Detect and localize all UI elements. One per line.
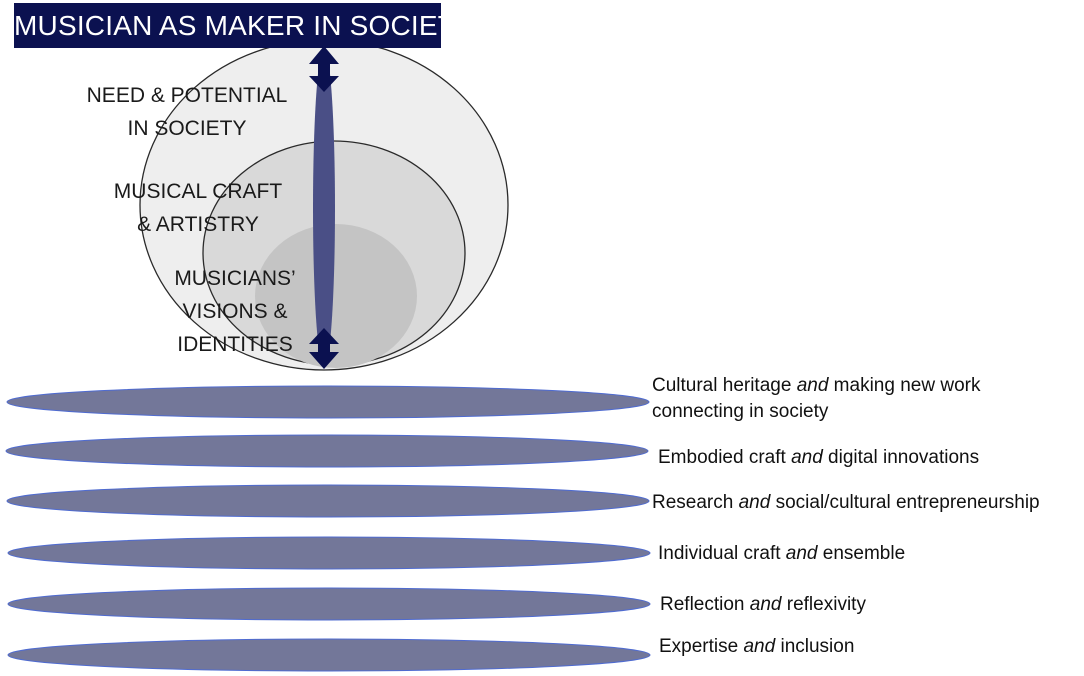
band-ellipse bbox=[6, 484, 650, 518]
band-label-reflection: Reflection and reflexivity bbox=[660, 594, 866, 615]
band-ellipse bbox=[7, 587, 651, 621]
band-label-individual: Individual craft and ensemble bbox=[658, 543, 906, 564]
band-ellipse bbox=[5, 434, 649, 468]
band-label-heritage: Cultural heritage and making new work co… bbox=[652, 375, 981, 422]
circle-label-craft: MUSICAL CRAFT & ARTISTRY bbox=[113, 180, 283, 236]
band-ellipse bbox=[7, 536, 651, 570]
inner-circle-identities bbox=[255, 224, 417, 368]
double-arrow-top-icon bbox=[309, 46, 339, 92]
band-label-research: Research and social/cultural entrepreneu… bbox=[652, 492, 1040, 513]
vertical-spindle bbox=[313, 48, 335, 368]
band-ellipse bbox=[7, 638, 651, 672]
band-label-embodied: Embodied craft and digital innovations bbox=[658, 447, 980, 468]
band-label-expertise: Expertise and inclusion bbox=[659, 636, 855, 657]
circle-label-society: NEED & POTENTIAL IN SOCIETY bbox=[86, 84, 288, 140]
band-ellipse bbox=[6, 385, 650, 419]
double-arrow-bottom-icon bbox=[309, 328, 339, 369]
circle-label-identities: MUSICIANS’ VISIONS & IDENTITIES bbox=[174, 267, 296, 356]
diagram-title: MUSICIAN AS MAKER IN SOCIETY bbox=[14, 3, 474, 48]
